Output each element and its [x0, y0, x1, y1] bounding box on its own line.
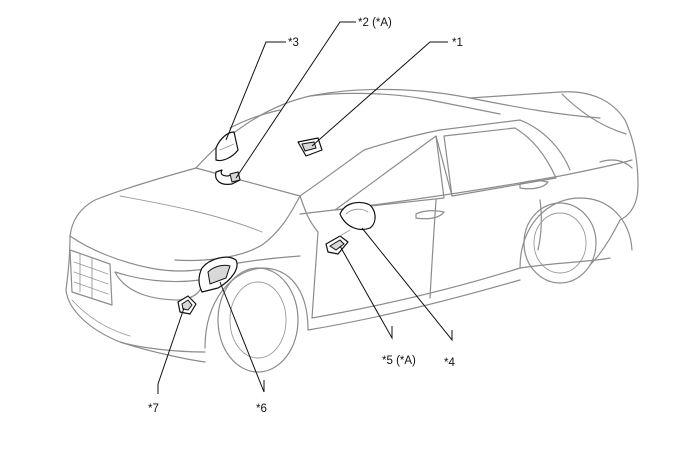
- callout-3: *3: [288, 37, 299, 49]
- part-6-headlight-unit: [198, 256, 238, 293]
- callout-4: *4: [444, 357, 455, 369]
- part-4-outer-mirror: [339, 201, 376, 231]
- part-5-mirror-camera: [325, 229, 351, 255]
- callout-1: *1: [452, 37, 463, 49]
- leader-1: [311, 41, 448, 147]
- part-3-camera: [215, 131, 239, 162]
- leader-2: [235, 21, 356, 179]
- car-outline: [65, 88, 639, 373]
- callout-7: *7: [148, 403, 159, 415]
- leader-6: [219, 281, 265, 393]
- part-7-front-sensor: [177, 295, 197, 315]
- leader-lines: [157, 21, 453, 394]
- part-2-connector: [215, 169, 241, 185]
- callout-6: *6: [256, 403, 267, 415]
- callout-2: *2 (*A): [358, 17, 392, 29]
- callout-labels: *1 *2 (*A) *3 *4 *5 (*A) *6 *7: [148, 17, 463, 415]
- leader-7: [157, 307, 185, 394]
- leader-3: [225, 41, 286, 141]
- leader-4: [361, 227, 453, 342]
- leader-5: [339, 245, 393, 340]
- callout-5: *5 (*A): [382, 355, 416, 367]
